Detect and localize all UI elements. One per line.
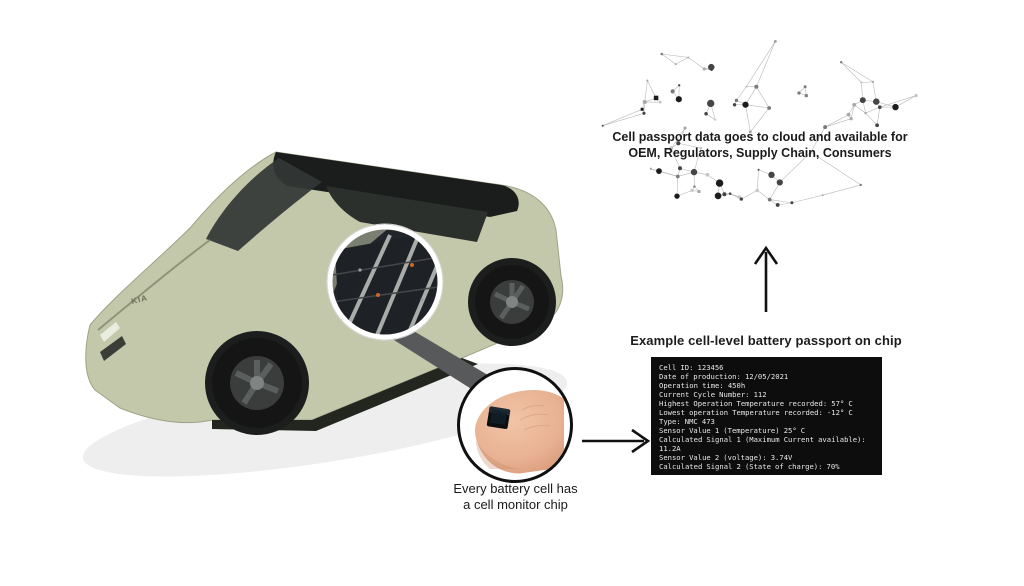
cell-monitor-chip (486, 406, 511, 429)
rear-wheel (468, 258, 556, 346)
cloud-caption: Cell passport data goes to cloud and ava… (592, 129, 928, 161)
cloud-caption-line2: OEM, Regulators, Supply Chain, Consumers (628, 146, 892, 160)
car-windshield (206, 158, 322, 251)
passport-line: Calculated Signal 1 (Maximum Current ava… (659, 435, 866, 453)
passport-line: Sensor Value 1 (Temperature) 25° C (659, 426, 806, 435)
arrow-up-icon (753, 245, 779, 312)
cloud-caption-line1: Cell passport data goes to cloud and ava… (612, 130, 908, 144)
passport-line: Date of production: 12/05/2021 (659, 372, 789, 381)
car-drl-line (97, 239, 211, 331)
chip-fingertip-callout (457, 367, 573, 483)
chip-caption: Every battery cell has a cell monitor ch… (433, 481, 598, 513)
cloud-network: Cell passport data goes to cloud and ava… (592, 16, 928, 238)
fingertip-graphic (474, 390, 570, 474)
passport-line: Highest Operation Temperature recorded: … (659, 399, 853, 408)
passport-line: Type: NMC 473 (659, 417, 715, 426)
car-brand-badge: KIA (130, 293, 148, 306)
battery-magnifier (326, 223, 444, 341)
passport-line: Operation time: 450h (659, 381, 746, 390)
chip-caption-line1: Every battery cell has (453, 481, 578, 496)
car-roof (273, 152, 519, 217)
chip-caption-line2: a cell monitor chip (463, 497, 568, 512)
passport-line: Sensor Value 2 (voltage): 3.74V (659, 453, 793, 462)
car-headlight-lower (100, 336, 126, 361)
car-headlight (100, 322, 120, 342)
passport-line: Lowest operation Temperature recorded: -… (659, 408, 853, 417)
car-illustration: KIA (82, 151, 568, 477)
car-side-windows (326, 186, 488, 242)
passport-line: Cell ID: 123456 (659, 363, 724, 372)
arrow-right-icon (582, 428, 651, 454)
passport-line: Current Cycle Number: 112 (659, 390, 767, 399)
finger-shading (476, 440, 524, 469)
cloud-network-graphic (601, 39, 918, 207)
passport-title: Example cell-level battery passport on c… (630, 333, 902, 348)
passport-line: Calculated Signal 2 (State of charge): 7… (659, 462, 840, 471)
front-wheel (205, 331, 309, 435)
